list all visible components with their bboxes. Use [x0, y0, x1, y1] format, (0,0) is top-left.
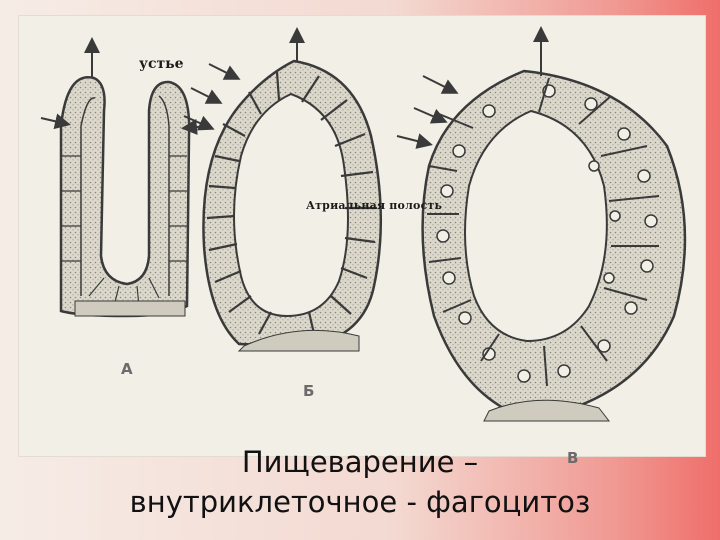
slide-caption: Пищеварение – внутриклеточное - фагоцито… [0, 442, 720, 522]
stage-b-drawing [183, 27, 383, 352]
stage-v-drawing [396, 26, 687, 422]
ostium-label: устье [139, 56, 184, 72]
stage-a-drawing [40, 37, 210, 318]
sponge-diagram: устье Атриальная полость А Б В [18, 15, 706, 467]
atrial-cavity-label: Атриальная полость [306, 199, 443, 212]
caption-line-1: Пищеварение – [241, 445, 479, 479]
stage-b-label: Б [303, 382, 315, 400]
caption-line-2: внутриклеточное - фагоцитоз [129, 485, 591, 519]
stage-a-label: А [121, 360, 133, 378]
stage-v-label: В [567, 449, 579, 467]
sponge-illustration [40, 26, 687, 422]
